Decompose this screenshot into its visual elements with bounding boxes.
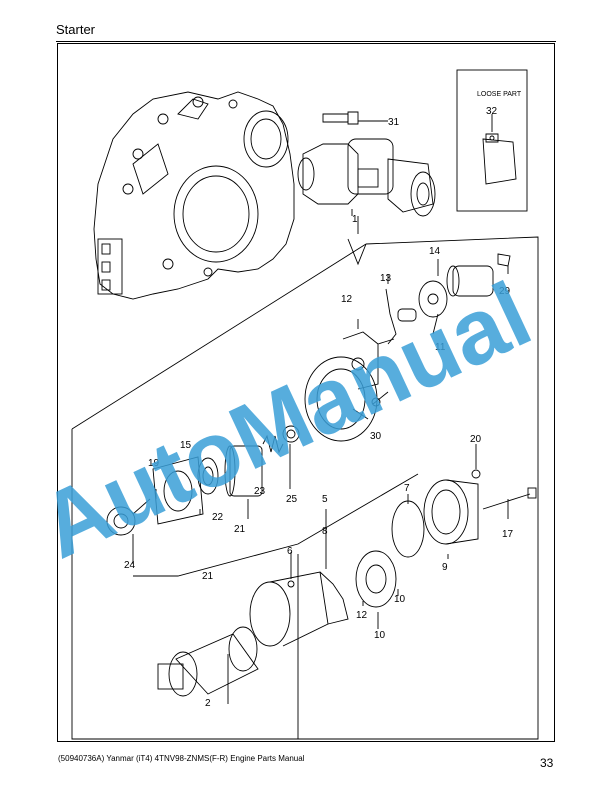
- pinion-gear-24: [106, 498, 151, 536]
- callout-9: 9: [442, 562, 448, 573]
- page-number: 33: [540, 756, 554, 770]
- callout-13: 11: [435, 342, 446, 353]
- rear-cover-9: [423, 479, 479, 545]
- relay-32: [482, 133, 517, 185]
- callout-20: 20: [470, 434, 482, 445]
- armature-2: [157, 626, 259, 704]
- starter-exploded-diagram: 31 1 LOOSE PART 32 14 13 29 12 11 30 20 …: [71, 69, 539, 740]
- solenoid-17: [418, 253, 511, 318]
- flywheel-housing: [93, 91, 295, 300]
- screw-20: [471, 469, 481, 479]
- callout-18: 17: [502, 529, 514, 540]
- callout-23-right: 23: [254, 486, 266, 497]
- footer-document-title: (50940736A) Yanmar (iT4) 4TNV98-ZNMS(F-R…: [58, 754, 305, 763]
- watermark-text: AutoManual: [25, 263, 545, 578]
- pinion-clutch-22: [197, 445, 263, 497]
- title-rule: [56, 41, 556, 42]
- gear-case-15: [152, 456, 204, 525]
- callout-24: 24: [124, 560, 136, 571]
- brush-holder-10: [355, 550, 397, 608]
- callout-7: 7: [404, 483, 410, 494]
- bolt-30: [371, 391, 389, 407]
- callout-8: 8: [322, 526, 328, 537]
- callout-14: 12: [341, 294, 353, 305]
- loose-part-number: 32: [486, 106, 498, 117]
- starter-assembly: [297, 138, 436, 217]
- callout-1: 1: [352, 214, 358, 225]
- callout-23-left: 22: [212, 512, 224, 523]
- callout-15: 15: [180, 440, 192, 451]
- callout-11: 10: [394, 594, 406, 605]
- callout-5: 5: [322, 494, 328, 505]
- callout-22: 21: [234, 524, 246, 535]
- plunger-16: [385, 288, 417, 345]
- callout-21: 21: [202, 571, 214, 582]
- spring-25: [262, 425, 300, 454]
- callout-31: 31: [388, 117, 400, 128]
- callout-25: 25: [286, 494, 298, 505]
- loose-part-title: LOOSE PART: [477, 91, 522, 98]
- callout-6: 6: [287, 546, 293, 557]
- bolt-31: [322, 111, 359, 125]
- callout-2: 2: [205, 698, 211, 709]
- diagram-frame: [57, 43, 555, 742]
- callout-19: 19: [148, 458, 160, 469]
- callout-12: 12: [356, 610, 368, 621]
- callout-10: 10: [374, 630, 386, 641]
- page-title: Starter: [56, 22, 96, 37]
- yoke-6: [249, 571, 349, 647]
- callout-29: 29: [499, 286, 511, 297]
- callout-30: 30: [370, 431, 382, 442]
- through-bolt-18: [482, 487, 537, 510]
- callout-17: 14: [429, 246, 441, 257]
- callout-16: 13: [380, 273, 392, 284]
